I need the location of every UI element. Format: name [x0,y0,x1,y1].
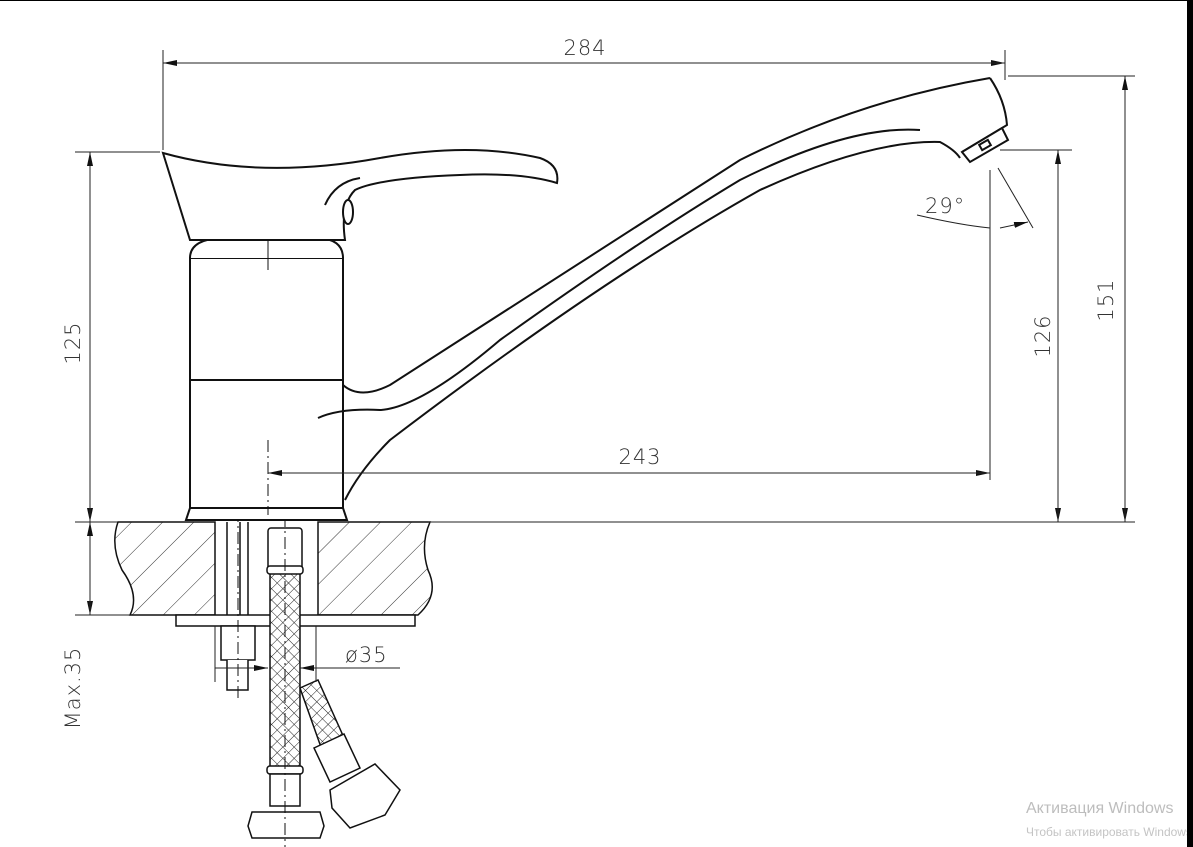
dim-overall-length: 284 [563,36,606,60]
dim-max-thickness: Max.35 [61,647,85,730]
top-border [0,0,1193,1]
dim-body-height: 125 [61,321,85,364]
faucet-body [184,230,349,521]
mounting-stud [220,510,256,700]
dim-hole-diameter: ø35 [345,643,388,667]
supply-hoses [247,515,401,847]
spout [317,77,1010,501]
windows-activation-title: Активация Windows [1026,800,1174,817]
dimension-labels: 284 125 151 126 243 Max.35 ø35 29° [61,36,1118,729]
dim-total-height: 151 [1094,278,1118,321]
dim-outlet-height: 126 [1031,314,1055,357]
countertop-section [75,521,1135,627]
windows-activation-subtitle: Чтобы активировать Windows [1026,825,1192,839]
dimension-lines [75,50,1135,682]
dim-spout-reach: 243 [618,445,661,469]
screen-edge [1187,0,1193,847]
lever-handle [161,149,559,241]
dim-outlet-angle: 29° [925,194,965,218]
